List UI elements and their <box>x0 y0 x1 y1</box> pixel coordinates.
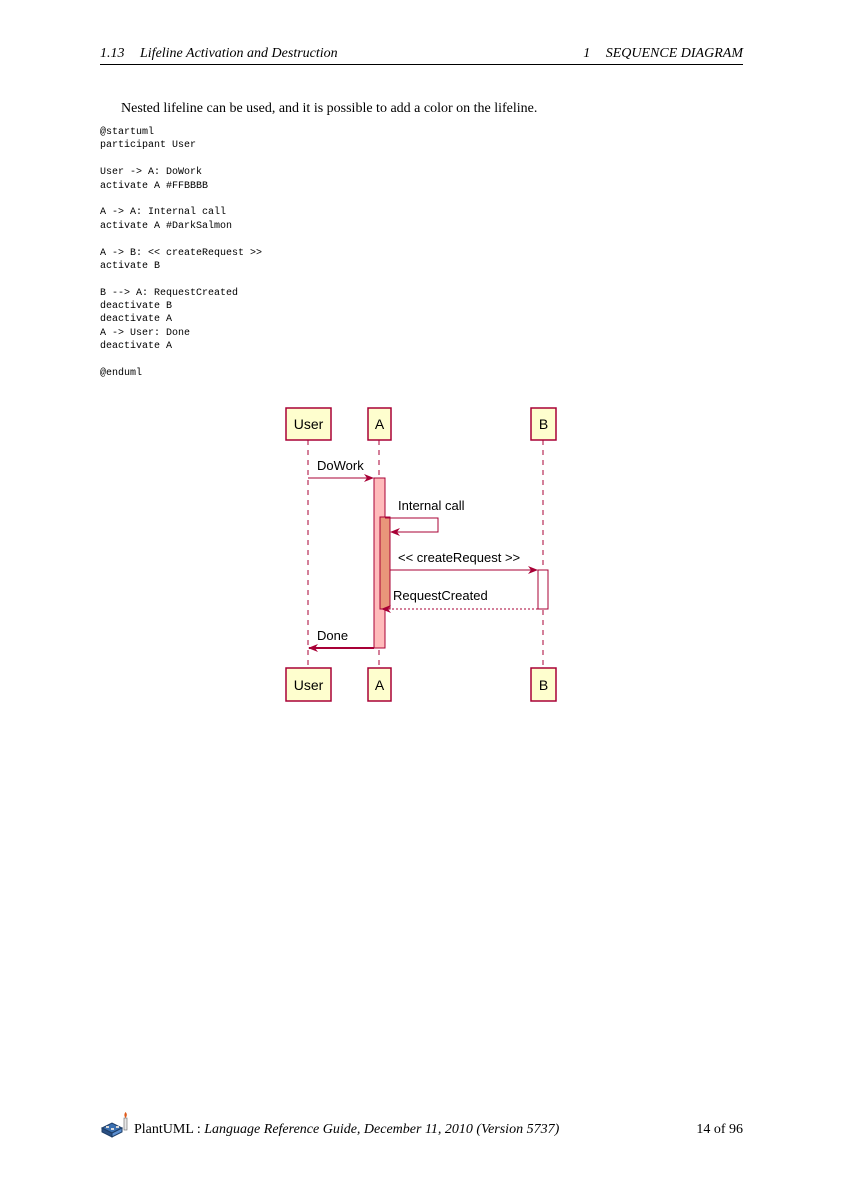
code-line: activate A #DarkSalmon <box>100 220 233 232</box>
participant-user-top: User <box>285 407 332 441</box>
participant-user-top-label: User <box>294 416 324 432</box>
footer-page-number: 14 of 96 <box>696 1122 743 1137</box>
participant-a-bottom: A <box>367 667 392 702</box>
participant-b-bottom: B <box>530 667 557 702</box>
code-line: B --> A: RequestCreated <box>100 287 239 299</box>
plantuml-logo-icon <box>100 1110 130 1143</box>
sequence-diagram-svg: User A B DoWork Internal call << createR… <box>285 407 557 702</box>
code-line <box>100 153 262 166</box>
participant-b-top: B <box>530 407 557 441</box>
code-line: A -> User: Done <box>100 327 191 339</box>
page-footer: PlantUML : Language Reference Guide, Dec… <box>100 1112 743 1142</box>
code-line <box>100 354 262 367</box>
participant-a-bottom-label: A <box>375 677 385 693</box>
header-chapter-title: SEQUENCE DIAGRAM <box>605 46 743 61</box>
code-line <box>100 273 262 286</box>
page-header: 1.13 Lifeline Activation and Destruction… <box>100 46 743 65</box>
participant-user-bottom: User <box>285 667 332 702</box>
code-line <box>100 193 262 206</box>
message-dowork-label: DoWork <box>317 458 364 473</box>
activation-b <box>537 569 549 610</box>
message-request-created-label: RequestCreated <box>393 588 488 603</box>
footer-brand: PlantUML : Language Reference Guide, Dec… <box>134 1122 559 1138</box>
code-line: deactivate B <box>100 301 173 313</box>
participant-b-bottom-label: B <box>539 677 548 693</box>
message-create-request-label: << createRequest >> <box>398 550 520 565</box>
code-line: activate A #FFBBBB <box>100 180 209 192</box>
header-section-title: Lifeline Activation and Destruction <box>140 46 338 61</box>
sequence-diagram: User A B DoWork Internal call << createR… <box>270 398 570 713</box>
code-line: @enduml <box>100 368 143 380</box>
message-done-label: Done <box>317 628 348 643</box>
footer-subtitle: Language Reference Guide, December 11, 2… <box>204 1122 560 1137</box>
participant-user-bottom-label: User <box>294 677 324 693</box>
participant-b-top-label: B <box>539 416 548 432</box>
code-line: participant User <box>100 140 197 152</box>
participant-a-top-label: A <box>375 416 385 432</box>
participant-a-top: A <box>367 407 392 441</box>
code-line: A -> B: << createRequest >> <box>100 247 263 259</box>
activation-a-inner <box>379 516 391 610</box>
code-line <box>100 233 262 246</box>
footer-brand-separator: : <box>193 1122 205 1137</box>
code-line: deactivate A <box>100 341 173 353</box>
message-internal-call-label: Internal call <box>398 498 465 513</box>
code-line: User -> A: DoWork <box>100 167 203 179</box>
header-chapter: 1 SEQUENCE DIAGRAM <box>583 46 743 62</box>
footer-brand-name: PlantUML <box>134 1122 194 1137</box>
intro-paragraph: Nested lifeline can be used, and it is p… <box>121 101 538 116</box>
header-chapter-number: 1 <box>583 46 591 61</box>
code-line: A -> A: Internal call <box>100 207 227 219</box>
code-line: activate B <box>100 260 161 272</box>
code-line: @startuml <box>100 127 155 138</box>
header-section-number: 1.13 <box>100 46 125 61</box>
header-section: 1.13 Lifeline Activation and Destruction <box>100 46 338 62</box>
message-internal-call-arrow <box>385 517 439 536</box>
code-line: deactivate A <box>100 314 173 326</box>
